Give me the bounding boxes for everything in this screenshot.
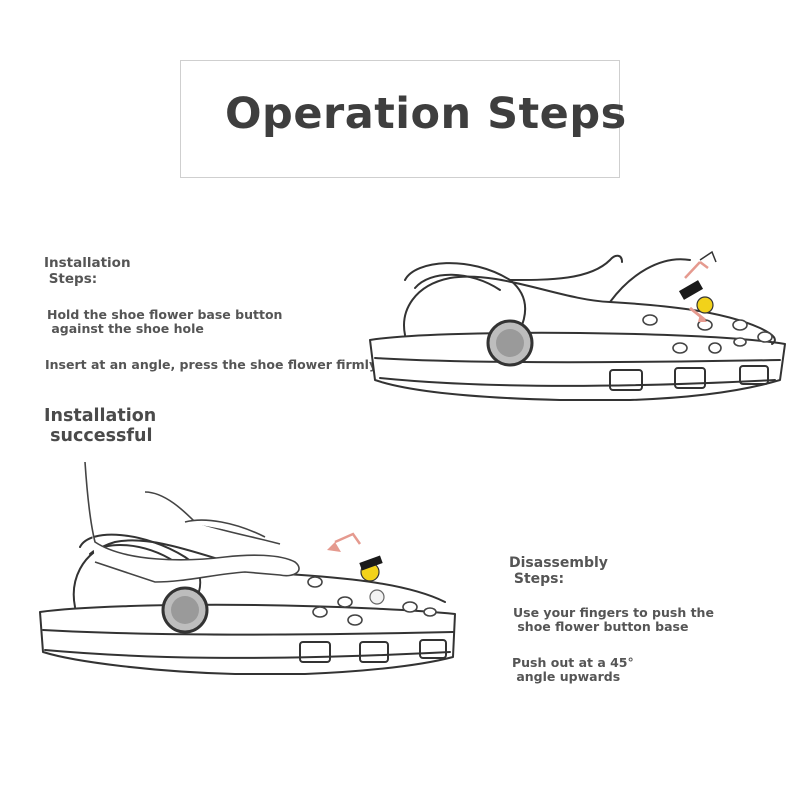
installation-heading: Installation Steps: bbox=[44, 255, 131, 287]
clog-illustration-installation bbox=[369, 250, 786, 401]
disassembly-step-1: Use your fingers to push the shoe flower… bbox=[513, 605, 714, 635]
installation-step-1: Hold the shoe flower base button against… bbox=[47, 307, 283, 337]
hand-icon bbox=[84, 461, 300, 583]
installation-success-label: Installation successful bbox=[44, 406, 157, 446]
installation-step-2: Insert at an angle, press the shoe flowe… bbox=[45, 357, 378, 372]
disassembly-step-2: Push out at a 45° angle upwards bbox=[512, 655, 634, 685]
clog-illustration-disassembly bbox=[39, 461, 456, 675]
page-title: Operation Steps bbox=[225, 89, 627, 139]
disassembly-heading: Disassembly Steps: bbox=[509, 555, 608, 588]
title-box: Operation Steps bbox=[180, 60, 626, 178]
charm-remove-icon bbox=[327, 532, 385, 605]
charm-install-icon bbox=[678, 250, 717, 322]
